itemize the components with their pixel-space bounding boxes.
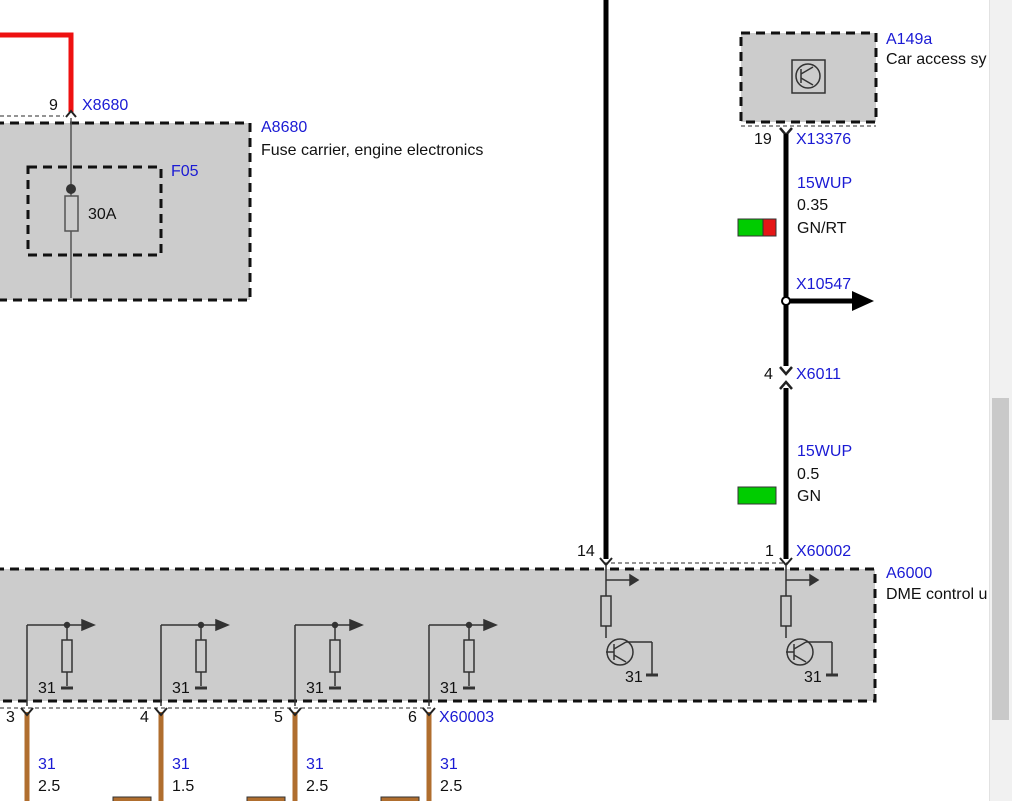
ground-wire-swatch-4 [380,796,420,801]
connector-x6011-bottom-symbol [779,380,793,390]
dme-module-name: DME control u [886,586,987,603]
dme-pin-1-number: 1 [765,543,774,560]
upper-wire-gauge: 0.35 [797,197,828,214]
ground-wire-3-signal[interactable]: 31 [306,756,324,773]
car-access-connector-label[interactable]: X13376 [796,131,851,148]
mid-connector-label[interactable]: X6011 [796,366,841,383]
ground-wire-2-pin: 4 [140,709,149,726]
dme-ground-label-1: 31 [38,680,56,697]
supply-wire-red[interactable] [0,32,74,112]
dme-output-transistor-right [780,566,838,677]
ground-wire-3-gauge: 2.5 [306,778,328,795]
car-access-module-id[interactable]: A149a [886,31,932,48]
dme-ground-circuit-4 [428,618,498,706]
dme-pin-14-number: 14 [577,543,595,560]
fuse-junction-dot [66,184,76,194]
ground-wire-swatch-2 [112,796,152,801]
scrollbar-thumb[interactable] [992,398,1009,720]
upper-wire-signal[interactable]: 15WUP [797,175,852,192]
dme-ground-label-4: 31 [440,680,458,697]
dme-connector-top-label[interactable]: X60002 [796,543,851,560]
dme-ground-circuit-3 [294,618,364,706]
fuse-carrier-module[interactable] [0,121,252,302]
fuse-f05-box[interactable] [26,165,163,257]
ground-wire-1-gauge: 2.5 [38,778,60,795]
ground-wire-2-gauge: 1.5 [172,778,194,795]
ground-wire-4-pin: 6 [408,709,417,726]
dme-ground-circuit-2 [160,618,230,706]
connector-pin-1-symbol[interactable] [779,557,793,567]
ground-wire-1-pin: 3 [6,709,15,726]
fuse-pin-number: 9 [49,97,58,114]
fuse-rating-label: 30A [88,206,117,223]
fuse-connector-label[interactable]: X8680 [82,97,128,114]
fuse-module-name: Fuse carrier, engine electronics [261,142,483,159]
dme-ground-label-2: 31 [172,680,190,697]
ground-wire-pin-4[interactable] [154,707,168,801]
splice-arrow-icon [852,291,874,311]
ground-wire-3-pin: 5 [274,709,283,726]
ground-wire-2-signal[interactable]: 31 [172,756,190,773]
ground-wire-4-gauge: 2.5 [440,778,462,795]
ground-wire-pin-3[interactable] [20,707,34,801]
lower-wire-signal[interactable]: 15WUP [797,443,852,460]
car-access-pin-number: 19 [754,131,772,148]
ground-wire-pin-5[interactable] [288,707,302,801]
transistor-icon [791,59,826,94]
ground-wire-swatch-3 [246,796,286,801]
splice-connector-label[interactable]: X10547 [796,276,851,293]
dme-ground-label-3: 31 [306,680,324,697]
dme-ground-circuit-1 [26,618,96,706]
dme-ground-label-5: 31 [625,669,643,686]
wire-color-swatch-gn-rt [737,218,777,237]
ground-wire-1-signal[interactable]: 31 [38,756,56,773]
ground-wire-4-signal[interactable]: 31 [440,756,458,773]
lower-wire-gauge: 0.5 [797,466,819,483]
fuse-icon [64,195,79,232]
dme-module-id[interactable]: A6000 [886,565,932,582]
mid-connector-pin: 4 [764,366,773,383]
dme-output-transistor-left [600,566,658,677]
dme-connector-bottom-label[interactable]: X60003 [439,709,494,726]
wire-color-swatch-gn [737,486,777,505]
car-access-module-name: Car access sy [886,51,986,68]
fuse-id-label[interactable]: F05 [171,163,199,180]
fuse-module-id[interactable]: A8680 [261,119,307,136]
connector-x8680-symbol[interactable] [65,109,77,118]
upper-wire-color-code: GN/RT [797,220,847,237]
vertical-scrollbar[interactable] [989,0,1012,801]
ground-wire-pin-6[interactable] [422,707,436,801]
splice-junction-dot [781,296,791,306]
connector-x6011-top-symbol[interactable] [779,366,793,376]
lower-wire-color-code: GN [797,488,821,505]
connector-pin-14-symbol[interactable] [599,557,613,567]
connector-x13376-symbol[interactable] [779,127,793,137]
dme-control-unit-module[interactable] [0,567,877,703]
dme-ground-label-6: 31 [804,669,822,686]
